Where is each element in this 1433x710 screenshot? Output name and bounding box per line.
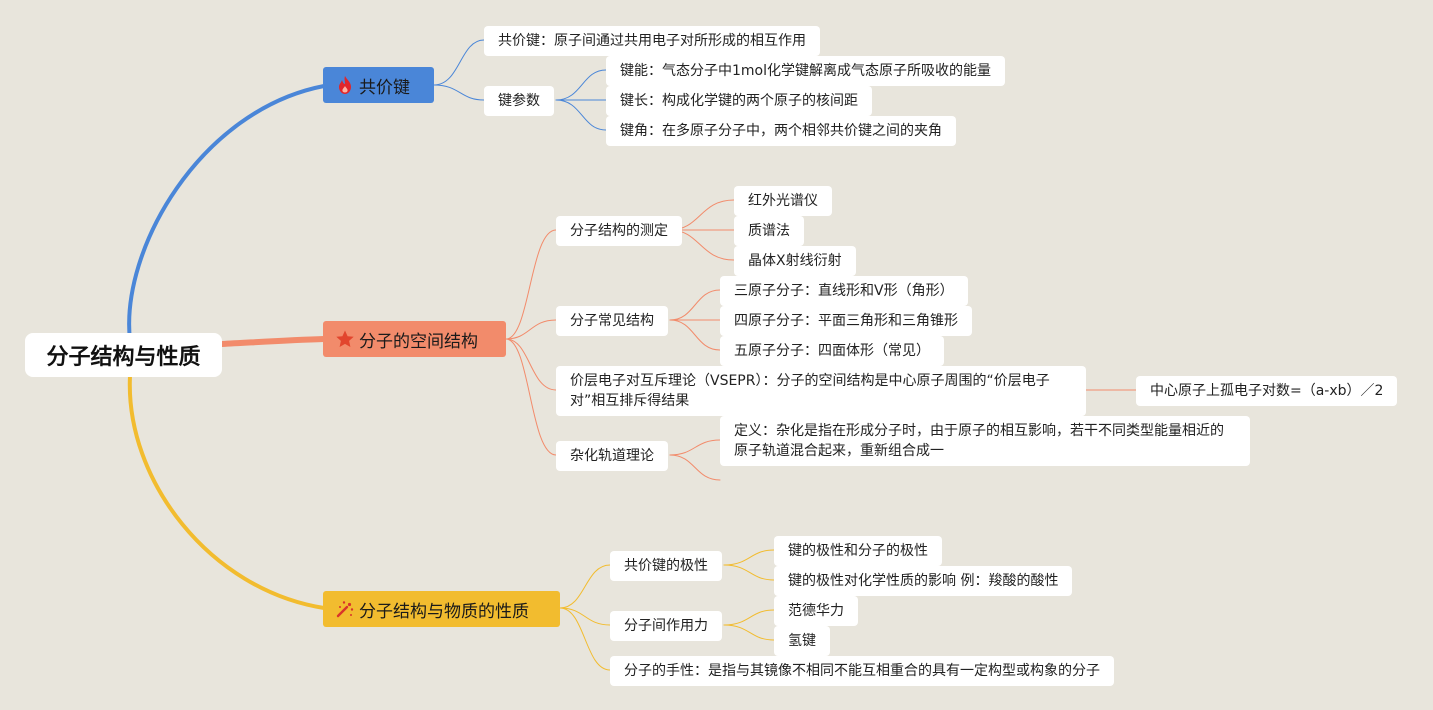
branch-spatial[interactable]: 分子的空间结构 (323, 321, 506, 357)
hybrid-definition[interactable]: 定义：杂化是指在形成分子时，由于原子的相互影响，若干不同类型能量相近的原子轨道混… (720, 416, 1250, 466)
structure-measurement[interactable]: 分子结构的测定 (556, 216, 682, 246)
branch-covalent-label: 共价键 (359, 77, 410, 98)
common-pentatomic[interactable]: 五原子分子：四面体形（常见） (720, 336, 944, 366)
measure-infrared[interactable]: 红外光谱仪 (734, 186, 832, 216)
sparkle-icon (335, 599, 355, 619)
force-van-der-waals[interactable]: 范德华力 (774, 596, 858, 626)
intermolecular-force[interactable]: 分子间作用力 (610, 611, 722, 641)
branch-covalent[interactable]: 共价键 (323, 67, 434, 103)
link-root-spatial (219, 336, 327, 347)
bond-param-energy[interactable]: 键能：气态分子中1mol化学键解离成气态原子所吸收的能量 (606, 56, 1005, 86)
root-node[interactable]: 分子结构与性质 (25, 333, 222, 377)
branch-property[interactable]: 分子结构与物质的性质 (323, 591, 560, 627)
branch-property-label: 分子结构与物质的性质 (359, 601, 529, 622)
link-root-property (127, 374, 326, 610)
common-structures[interactable]: 分子常见结构 (556, 306, 668, 336)
branch-spatial-label: 分子的空间结构 (359, 331, 478, 352)
vsepr-formula[interactable]: 中心原子上孤电子对数=（a-xb）／2 (1136, 376, 1398, 406)
bond-polarity[interactable]: 共价键的极性 (610, 551, 722, 581)
bond-param-angle[interactable]: 键角：在多原子分子中，两个相邻共价键之间的夹角 (606, 116, 956, 146)
force-hydrogen-bond[interactable]: 氢键 (774, 626, 830, 656)
flame-icon (335, 75, 355, 95)
hybrid-orbital-theory[interactable]: 杂化轨道理论 (556, 441, 668, 471)
bond-params[interactable]: 键参数 (484, 86, 554, 116)
covalent-definition[interactable]: 共价键：原子间通过共用电子对所形成的相互作用 (484, 26, 820, 56)
vsepr-theory[interactable]: 价层电子对互斥理论（VSEPR）：分子的空间结构是中心原子周围的“价层电子对”相… (556, 366, 1086, 416)
polarity-molecule[interactable]: 键的极性和分子的极性 (774, 536, 942, 566)
link-root-covalent (127, 84, 326, 342)
bond-param-length[interactable]: 键长：构成化学键的两个原子的核间距 (606, 86, 872, 116)
measure-mass-spec[interactable]: 质谱法 (734, 216, 804, 246)
chirality[interactable]: 分子的手性：是指与其镜像不相同不能互相重合的具有一定构型或构象的分子 (610, 656, 1114, 686)
star-icon (335, 329, 355, 349)
measure-xray[interactable]: 晶体X射线衍射 (734, 246, 856, 276)
common-tetratomic[interactable]: 四原子分子：平面三角形和三角锥形 (720, 306, 972, 336)
common-triatomic[interactable]: 三原子分子：直线形和V形（角形） (720, 276, 968, 306)
polarity-effect[interactable]: 键的极性对化学性质的影响 例：羧酸的酸性 (774, 566, 1073, 596)
